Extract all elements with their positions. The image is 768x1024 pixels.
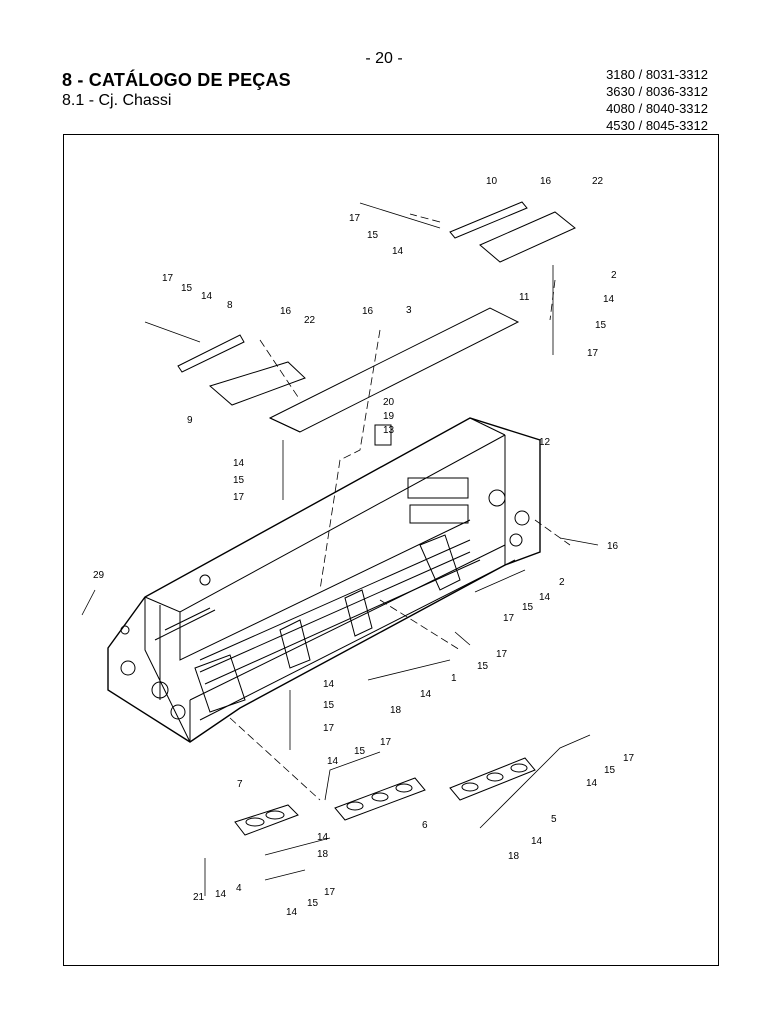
callout: 18 xyxy=(317,849,329,860)
callout: 1 xyxy=(451,673,457,684)
callout: 17 xyxy=(162,273,174,284)
diagram-frame xyxy=(63,134,719,966)
callout: 16 xyxy=(280,306,292,317)
callout: 8 xyxy=(227,300,233,311)
callout: 17 xyxy=(324,887,336,898)
callout: 22 xyxy=(304,315,316,326)
callout: 14 xyxy=(323,679,335,690)
callout: 12 xyxy=(539,437,551,448)
part-13 xyxy=(374,424,392,446)
callout: 14 xyxy=(603,294,615,305)
plate-5 xyxy=(449,757,536,801)
callout: 20 xyxy=(383,397,395,408)
bracket-8 xyxy=(177,334,245,373)
callout: 22 xyxy=(592,176,604,187)
callout: 16 xyxy=(362,306,374,317)
callout: 17 xyxy=(349,213,361,224)
model-list: 3180 / 8031-3312 3630 / 8036-3312 4080 /… xyxy=(606,66,708,134)
callout: 17 xyxy=(233,492,245,503)
callout: 15 xyxy=(307,898,319,909)
callout: 14 xyxy=(586,778,598,789)
callout: 14 xyxy=(420,689,432,700)
callout: 2 xyxy=(611,270,617,281)
model-code: 4530 / 8045-3312 xyxy=(606,118,708,133)
callout: 10 xyxy=(486,176,498,187)
callout: 14 xyxy=(539,592,551,603)
callout: 11 xyxy=(519,292,530,303)
callout: 18 xyxy=(508,851,520,862)
callout: 17 xyxy=(503,613,515,624)
catalog-subtitle: 8.1 - Cj. Chassi xyxy=(62,92,172,109)
model-code: 4080 / 8040-3312 xyxy=(606,101,708,116)
callout: 2 xyxy=(559,577,565,588)
callout: 14 xyxy=(327,756,339,767)
callout: 15 xyxy=(522,602,534,613)
chassis-frame xyxy=(107,417,541,743)
catalog-title: 8 - CATÁLOGO DE PEÇAS xyxy=(62,70,291,90)
callout: 17 xyxy=(623,753,635,764)
callout: 15 xyxy=(181,283,193,294)
callout: 14 xyxy=(233,458,245,469)
callout: 17 xyxy=(380,737,392,748)
plate-7 xyxy=(234,804,299,836)
callout: 4 xyxy=(236,883,242,894)
callout: 18 xyxy=(390,705,402,716)
callout: 15 xyxy=(595,320,607,331)
callout: 29 xyxy=(93,570,105,581)
callout: 16 xyxy=(607,541,619,552)
callout: 6 xyxy=(422,820,428,831)
callout: 14 xyxy=(215,889,227,900)
callout: 14 xyxy=(392,246,404,257)
callout: 14 xyxy=(531,836,543,847)
callout: 9 xyxy=(187,415,193,426)
plate-11 xyxy=(479,211,576,263)
callout: 7 xyxy=(237,779,243,790)
model-code: 3180 / 8031-3312 xyxy=(606,67,708,82)
callout: 19 xyxy=(383,411,395,422)
model-code: 3630 / 8036-3312 xyxy=(606,84,708,99)
plate-6 xyxy=(334,777,426,821)
callout: 17 xyxy=(496,649,508,660)
callout: 14 xyxy=(286,907,298,918)
callout: 15 xyxy=(233,475,245,486)
callout: 13 xyxy=(383,425,395,436)
callout: 3 xyxy=(406,305,412,316)
callout: 15 xyxy=(477,661,489,672)
callout: 15 xyxy=(354,746,366,757)
plate-9 xyxy=(208,361,306,406)
callout: 14 xyxy=(201,291,213,302)
callout: 14 xyxy=(317,832,329,843)
callout: 17 xyxy=(587,348,599,359)
callout: 15 xyxy=(604,765,616,776)
callout: 15 xyxy=(367,230,379,241)
callout: 21 xyxy=(193,892,205,903)
callout: 17 xyxy=(323,723,335,734)
callout: 16 xyxy=(540,176,552,187)
callout: 5 xyxy=(551,814,557,825)
page-number: - 20 - xyxy=(365,50,403,67)
callout: 15 xyxy=(323,700,335,711)
bracket-10 xyxy=(449,201,528,239)
